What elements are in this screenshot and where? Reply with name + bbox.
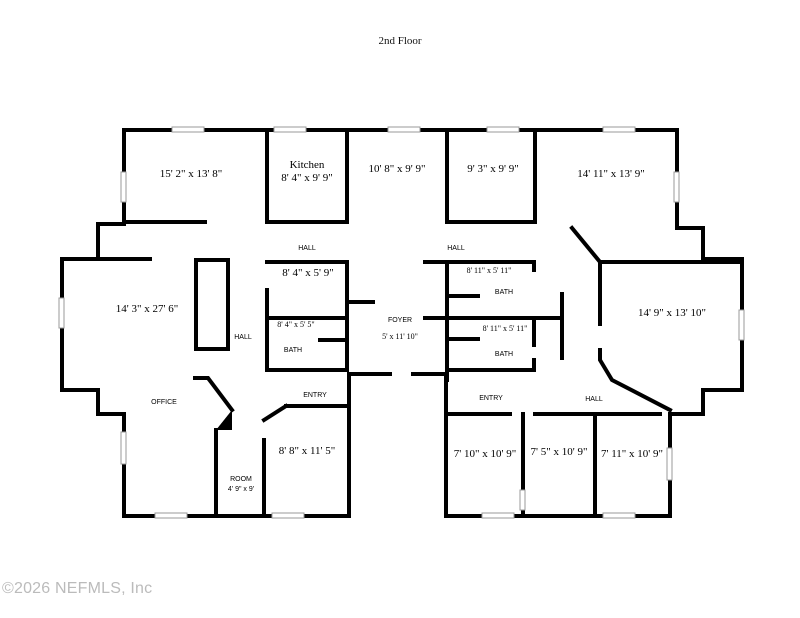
walls: [60, 128, 744, 518]
foyer-label: FOYER: [388, 317, 412, 324]
room-label: 14' 11" x 13' 9": [577, 168, 645, 180]
room-label: 14' 3" x 27' 6": [116, 303, 178, 315]
bath-label: BATH: [284, 347, 302, 354]
entry-label: ENTRY: [303, 392, 327, 399]
foyer-dimensions: 5' x 11' 10": [382, 332, 418, 341]
bath-label: BATH: [495, 351, 513, 358]
kitchen-label: Kitchen: [290, 159, 325, 171]
room-label: 8' 8" x 11' 5": [279, 445, 336, 457]
room-label: 10' 8" x 9' 9": [369, 163, 426, 175]
office-label: OFFICE: [151, 399, 177, 406]
windows: [58, 126, 745, 519]
bath-dimensions: 8' 4" x 5' 5": [277, 320, 314, 329]
room-labels: 15' 2" x 13' 8" Kitchen 8' 4" x 9' 9" 10…: [116, 159, 706, 493]
copyright-watermark: ©2026 NEFMLS, Inc: [2, 580, 153, 597]
room-label: 14' 9" x 13' 10": [638, 307, 706, 319]
bath-label: BATH: [495, 289, 513, 296]
bath-dimensions: 8' 11" x 5' 11": [467, 266, 512, 275]
small-room-dimensions: 4' 9" x 9': [228, 486, 254, 493]
floor-title: 2nd Floor: [378, 35, 422, 47]
closet-dimensions: 8' 4" x 5' 9": [282, 267, 333, 279]
hall-label: HALL: [298, 245, 316, 252]
room-label: 7' 10" x 10' 9": [454, 448, 516, 460]
bath-dimensions: 8' 11" x 5' 11": [483, 324, 528, 333]
room-label: 9' 3" x 9' 9": [467, 163, 518, 175]
room-label: 7' 5" x 10' 9": [531, 446, 588, 458]
room-label: 7' 11" x 10' 9": [601, 448, 663, 460]
room-label: 15' 2" x 13' 8": [160, 168, 222, 180]
small-room-label: ROOM: [230, 476, 252, 483]
hall-label: HALL: [447, 245, 465, 252]
hall-label: HALL: [234, 334, 252, 341]
hall-label: HALL: [585, 396, 603, 403]
entry-label: ENTRY: [479, 395, 503, 402]
kitchen-dimensions: 8' 4" x 9' 9": [281, 172, 332, 184]
